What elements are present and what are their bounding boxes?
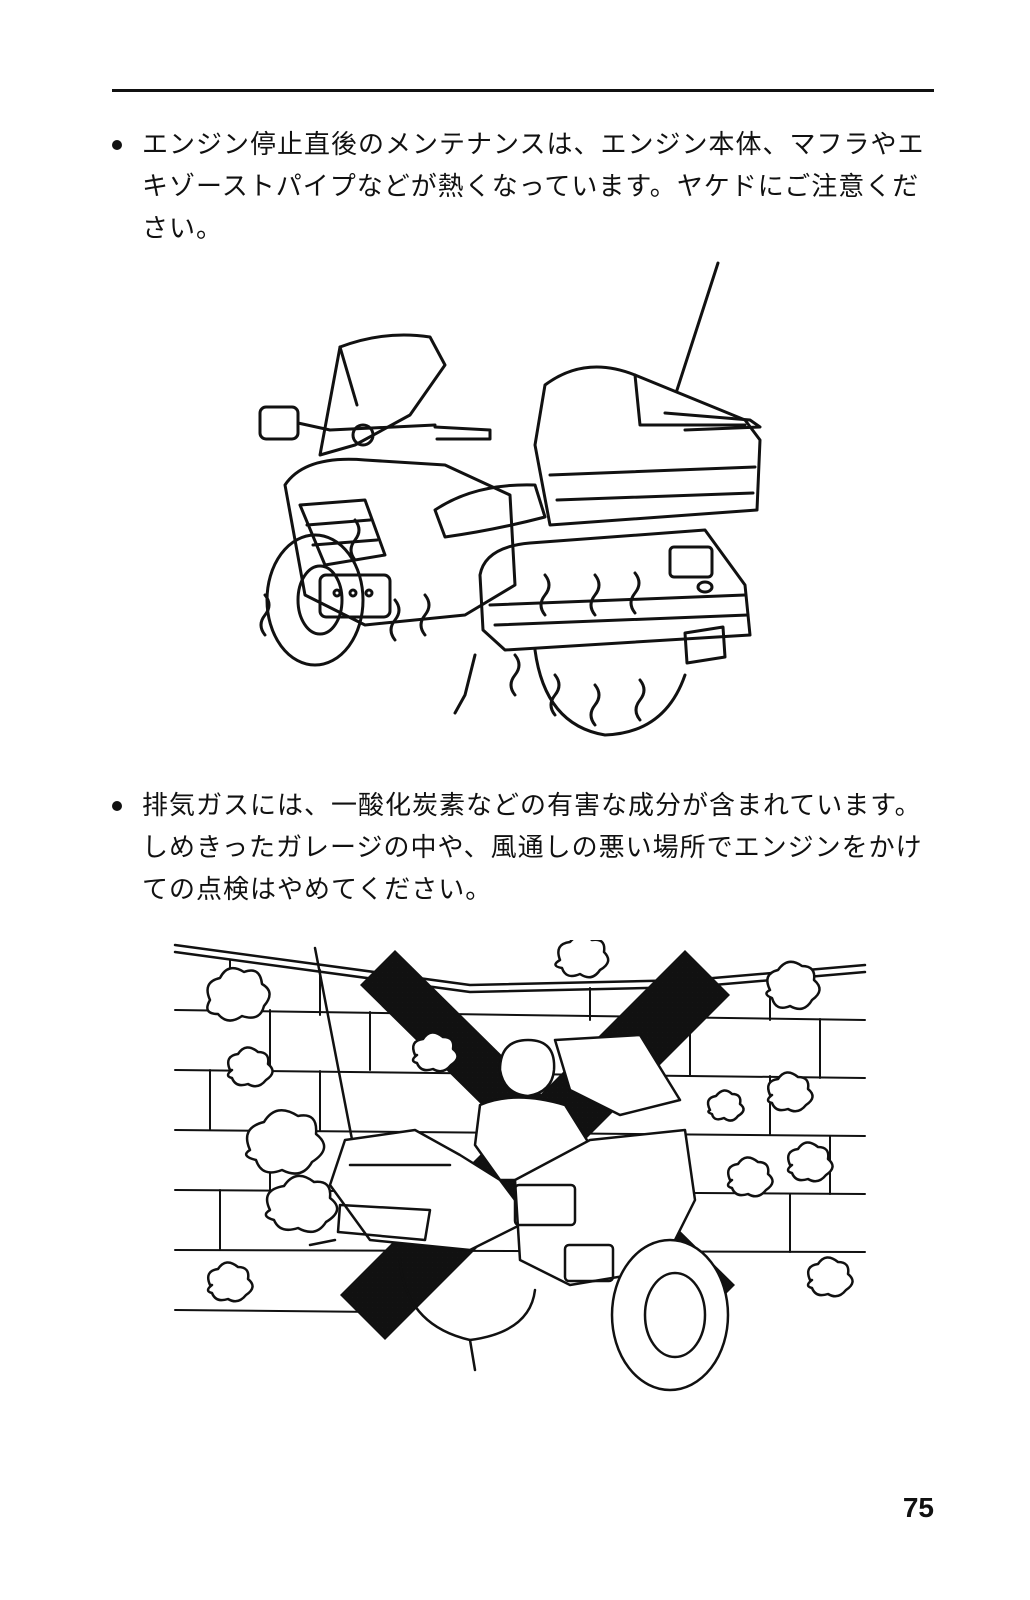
caution-hot-parts: エンジン停止直後のメンテナンスは、エンジン本体、マフラやエキゾーストパイプなどが…	[112, 124, 934, 250]
bullet-dot	[112, 801, 122, 811]
caution-hot-parts-text: エンジン停止直後のメンテナンスは、エンジン本体、マフラやエキゾーストパイプなどが…	[142, 130, 925, 244]
top-rule	[112, 89, 934, 92]
warning-exhaust-gas: 排気ガスには、一酸化炭素などの有害な成分が含まれています。しめきったガレージの中…	[112, 785, 934, 911]
page-number: 75	[902, 1492, 934, 1523]
bullet-dot	[112, 140, 122, 150]
warning-exhaust-gas-text: 排気ガスには、一酸化炭素などの有害な成分が含まれています。しめきったガレージの中…	[142, 791, 923, 905]
garage-exhaust-illustration	[173, 940, 867, 1392]
hot-motorcycle-illustration	[258, 261, 762, 737]
